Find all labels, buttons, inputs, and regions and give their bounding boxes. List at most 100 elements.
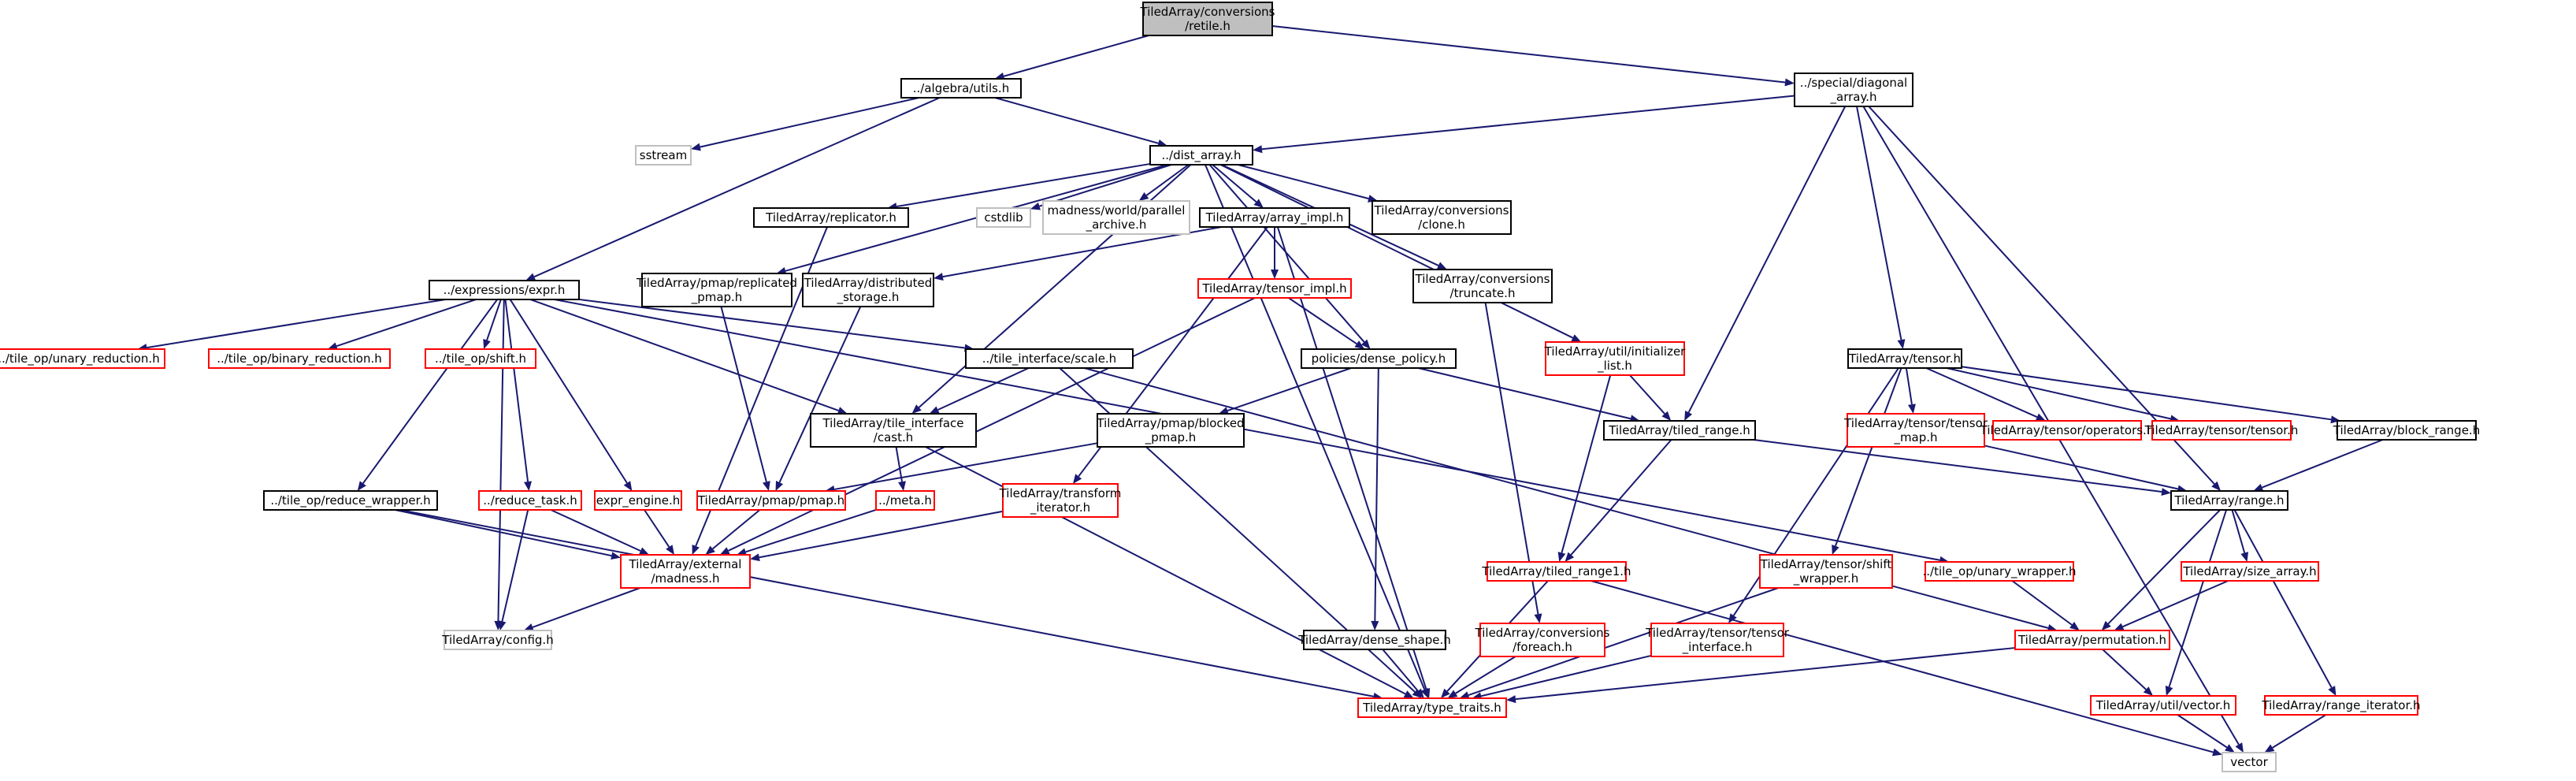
node-permutation[interactable]: TiledArray/permutation.h (2014, 630, 2170, 650)
node-tensor_map[interactable]: TiledArray/tensor/tensor_map.h (1843, 413, 1988, 448)
edge-reduce_task-to-madness (550, 509, 641, 552)
node-madness[interactable]: TiledArray/external/madness.h (620, 554, 751, 589)
node-vector[interactable]: vector (2222, 752, 2277, 772)
node-box (2014, 630, 2170, 650)
node-config[interactable]: TiledArray/config.h (441, 630, 554, 650)
arrowhead-tiled_range1-to-type_traits (1440, 688, 1450, 698)
node-box (425, 348, 536, 369)
node-box (1372, 200, 1512, 235)
node-distributed_storage[interactable]: TiledArray/distributed_storage.h (802, 273, 934, 307)
node-size_array[interactable]: TiledArray/size_array.h (2181, 561, 2319, 582)
node-scale[interactable]: ../tile_interface/scale.h (965, 348, 1134, 369)
edge-tensor-to-tensor_map (1905, 367, 1913, 405)
arrowhead-range-to-size_array (2240, 552, 2249, 562)
node-foreach[interactable]: TiledArray/conversions/foreach.h (1475, 623, 1610, 657)
node-tensor_impl[interactable]: TiledArray/tensor_impl.h (1197, 278, 1352, 299)
edge-replicated_pmap-to-pmap (720, 306, 767, 482)
node-shift[interactable]: ../tile_op/shift.h (425, 348, 536, 369)
node-cast[interactable]: TiledArray/tile_interface/cast.h (810, 413, 977, 448)
node-dense_shape[interactable]: TiledArray/dense_shape.h (1297, 630, 1451, 650)
node-transform_iterator[interactable]: TiledArray/transform_iterator.h (999, 483, 1122, 518)
node-unary_wrapper[interactable]: ../tile_op/unary_wrapper.h (1923, 561, 2077, 582)
edge-diagonal_array-to-dist_array (1261, 95, 1795, 151)
node-dense_policy[interactable]: policies/dense_policy.h (1301, 348, 1457, 369)
edge-cast-to-meta (895, 446, 903, 482)
node-box (2170, 490, 2288, 511)
node-reduce_wrapper[interactable]: ../tile_op/reduce_wrapper.h (263, 490, 438, 511)
node-replicated_pmap[interactable]: TiledArray/pmap/replicated_pmap.h (636, 273, 797, 307)
edge-tensor-to-tensor_tensor (1946, 367, 2171, 420)
node-label: TiledArray/conversions (1475, 626, 1610, 640)
node-cstdlib[interactable]: cstdlib (976, 207, 1031, 228)
node-box (1149, 145, 1253, 165)
node-meta[interactable]: ../meta.h (875, 490, 935, 511)
arrowhead-expr-to-expr_engine (623, 481, 633, 491)
node-parallel_archive[interactable]: madness/world/parallel_archive.h (1042, 200, 1190, 235)
node-replicator[interactable]: TiledArray/replicator.h (753, 207, 909, 228)
node-label: ../tile_op/binary_reduction.h (217, 351, 382, 366)
node-label: _array.h (1830, 90, 1877, 105)
arrowhead-madness-to-config (523, 623, 534, 631)
arrowhead-dist_array-to-initializer_list (1571, 334, 1582, 342)
node-expr_engine[interactable]: expr_engine.h (594, 490, 682, 511)
edge-algebra_utils-to-sstream (700, 97, 919, 148)
node-retile[interactable]: TiledArray/conversions/retile.h (1140, 2, 1275, 36)
node-label: TiledArray/array_impl.h (1205, 210, 1344, 225)
node-tensor_tensor[interactable]: TiledArray/tensor/tensor.h (2144, 420, 2299, 441)
edge-scale-to-cast (937, 367, 1030, 411)
node-layer: TiledArray/conversions/retile.h ../algebr… (0, 2, 2480, 772)
node-expr[interactable]: ../expressions/expr.h (429, 280, 580, 300)
node-block_range[interactable]: TiledArray/block_range.h (2333, 420, 2480, 441)
edge-dist_array-to-type_traits (1204, 164, 1426, 690)
node-array_impl[interactable]: TiledArray/array_impl.h (1199, 207, 1350, 228)
node-label: /madness.h (651, 571, 719, 586)
edge-tensor-to-shift_wrapper (1835, 367, 1902, 547)
node-label: _storage.h (837, 290, 900, 305)
node-pmap[interactable]: TiledArray/pmap/pmap.h (696, 490, 846, 511)
node-label: _list.h (1597, 359, 1632, 374)
arrowhead-permutation-to-type_traits (1506, 695, 1516, 704)
node-tensor_operators[interactable]: TiledArray/tensor/operators.h (1980, 420, 2155, 441)
node-box (1847, 413, 1985, 448)
edge-block_range-to-range (2262, 439, 2384, 489)
edge-range_iterator-to-vector (2272, 714, 2327, 749)
node-label: TiledArray/config.h (441, 633, 553, 647)
node-initializer_list[interactable]: TiledArray/util/initializer_list.h (1544, 341, 1687, 376)
edge-tensor_interface-to-type_traits (1480, 654, 1652, 697)
arrowhead-range-to-util_vector (2165, 686, 2173, 696)
node-util_vector[interactable]: TiledArray/util/vector.h (2090, 695, 2236, 716)
node-label: ../reduce_task.h (483, 493, 577, 508)
edge-diagonal_array-to-tensor (1856, 106, 1902, 340)
node-tiled_range[interactable]: TiledArray/tiled_range.h (1603, 420, 1756, 441)
node-dist_array[interactable]: ../dist_array.h (1149, 145, 1253, 165)
node-label: TiledArray/pmap/replicated (636, 276, 797, 290)
node-label: TiledArray/tensor/tensor (1843, 416, 1988, 430)
node-box (1545, 341, 1685, 376)
node-label: ../tile_op/unary_wrapper.h (1923, 564, 2077, 579)
node-label: TiledArray/distributed (804, 276, 933, 290)
node-range_iterator[interactable]: TiledArray/range_iterator.h (2261, 695, 2421, 716)
node-diagonal_array[interactable]: ../special/diagonal_array.h (1794, 73, 1913, 107)
node-blocked_pmap[interactable]: TiledArray/pmap/blocked_pmap.h (1096, 413, 1245, 448)
node-reduce_task[interactable]: ../reduce_task.h (478, 490, 582, 511)
node-algebra_utils[interactable]: ../algebra/utils.h (900, 78, 1022, 99)
node-tiled_range1[interactable]: TiledArray/tiled_range1.h (1481, 561, 1631, 582)
arrowhead-reduce_task-to-config (498, 620, 507, 630)
node-truncate[interactable]: TiledArray/conversions/truncate.h (1412, 269, 1553, 303)
node-tensor_interface[interactable]: TiledArray/tensor/tensor_interface.h (1645, 623, 1790, 657)
node-range[interactable]: TiledArray/range.h (2170, 490, 2288, 511)
arrowhead-tensor_impl-to-madness (719, 547, 730, 555)
node-tensor[interactable]: TiledArray/tensor.h (1847, 348, 1962, 369)
node-box (1794, 73, 1913, 107)
node-box (810, 413, 977, 448)
node-sstream[interactable]: sstream (635, 145, 692, 165)
node-binary_reduction[interactable]: ../tile_op/binary_reduction.h (208, 348, 391, 369)
node-label: TiledArray/range.h (2173, 493, 2284, 508)
node-clone[interactable]: TiledArray/conversions/clone.h (1372, 200, 1512, 235)
node-label: TiledArray/pmap/blocked (1096, 416, 1244, 430)
edge-shift_wrapper-to-type_traits (1468, 587, 1779, 697)
node-shift_wrapper[interactable]: TiledArray/tensor/shift_wrapper.h (1759, 554, 1893, 589)
node-type_traits[interactable]: TiledArray/type_traits.h (1357, 697, 1507, 718)
node-unary_reduction[interactable]: ../tile_op/unary_reduction.h (0, 348, 165, 369)
node-label: TiledArray/dense_shape.h (1297, 633, 1451, 648)
